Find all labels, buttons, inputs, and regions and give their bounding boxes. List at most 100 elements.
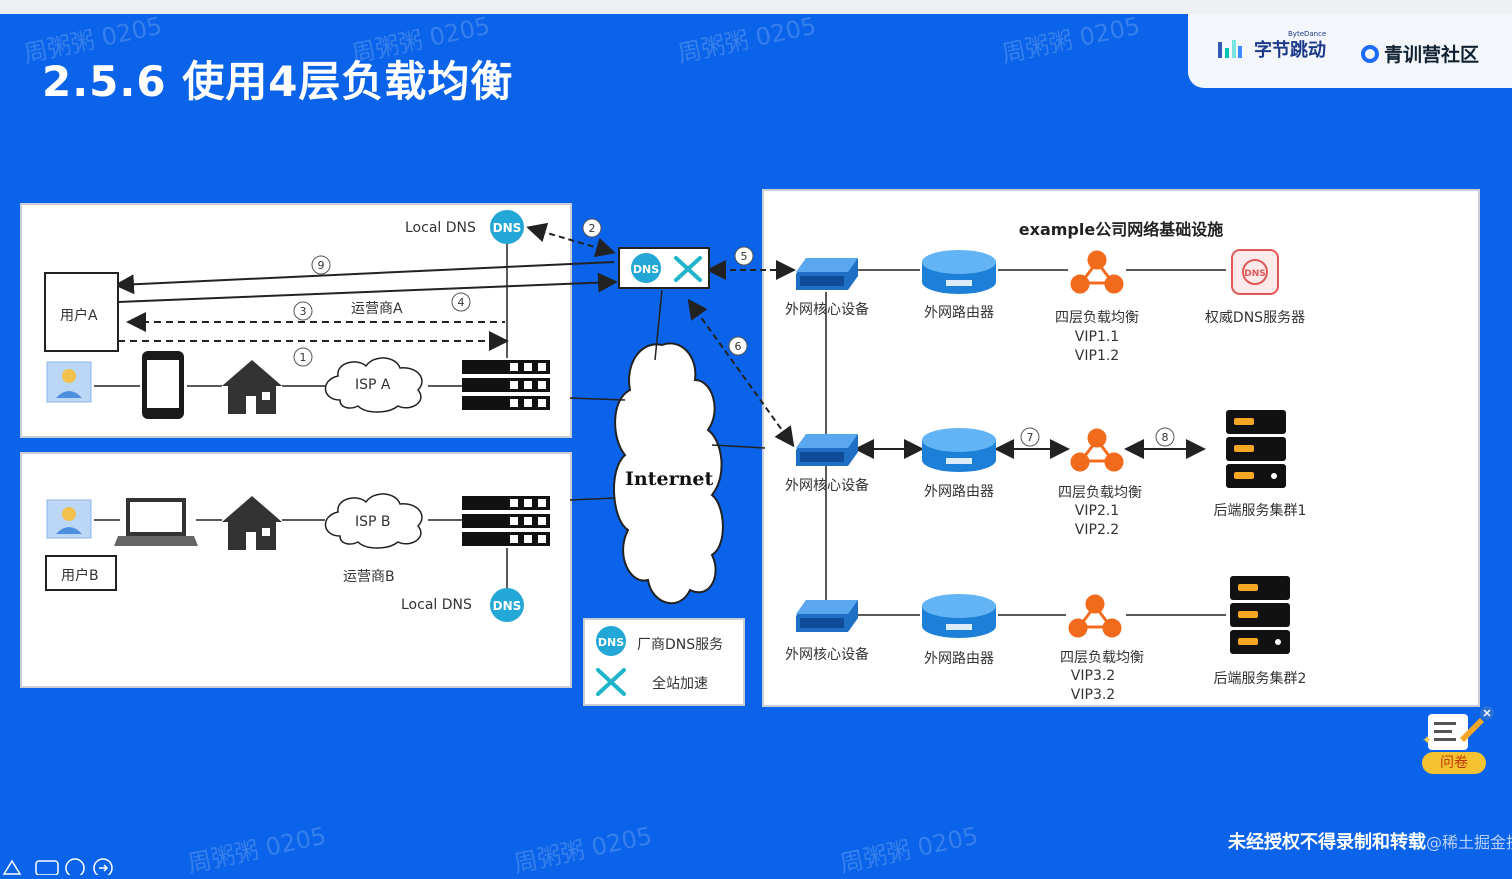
row3-core-label: 外网核心设备 (785, 647, 869, 663)
svg-text:5: 5 (741, 250, 748, 263)
step-7-marker: 7 (1020, 427, 1040, 447)
row1-lb-label: 四层负载均衡 (1055, 310, 1139, 326)
local-dns-b-label: Local DNS (401, 597, 472, 613)
row2-router-label: 外网路由器 (924, 484, 994, 500)
row1-router-label: 外网路由器 (924, 305, 994, 321)
router-1-icon (922, 250, 996, 294)
home-icon-b (222, 496, 282, 550)
row3-vip1: VIP3.2 (1070, 668, 1116, 684)
server-rack-b-icon (462, 496, 550, 546)
isp-b-cloud-icon (324, 493, 423, 549)
user-a-box (44, 272, 119, 352)
step-8-marker: 8 (1155, 427, 1175, 447)
step-3-marker: 3 (293, 301, 313, 321)
user-b-box (45, 555, 117, 591)
row2-target-label: 后端服务集群1 (1213, 503, 1307, 519)
svg-text:3: 3 (300, 305, 307, 318)
survey-clipboard-icon: ✦ (1422, 714, 1484, 750)
local-dns-a-icon: DNS (490, 210, 524, 244)
survey-label[interactable]: 问卷 (1422, 752, 1486, 774)
user-a-avatar-icon (46, 361, 92, 403)
copyright-notice: 未经授权不得录制和转载@稀土掘金技术社区 (1228, 828, 1512, 854)
load-balancer-3-icon (1068, 594, 1122, 638)
router-3-icon (922, 594, 996, 638)
row2-vip2: VIP2.2 (1074, 522, 1120, 538)
laptop-icon (114, 498, 198, 546)
svg-text:4: 4 (458, 296, 465, 309)
svg-text:DNS: DNS (493, 599, 522, 613)
svg-text:✦: ✦ (1422, 733, 1432, 747)
router-2-icon (922, 428, 996, 472)
row2-core-label: 外网核心设备 (785, 478, 869, 494)
authoritative-dns-icon: DNS (1231, 249, 1279, 295)
close-icon[interactable] (1480, 706, 1494, 720)
isp-a-label: ISP A (355, 377, 391, 393)
carrier-b-label: 运营商B (343, 569, 395, 585)
row3-lb-label: 四层负载均衡 (1060, 650, 1144, 666)
top-bar (0, 0, 1512, 14)
local-dns-a-label: Local DNS (405, 220, 476, 236)
copyright-source: @稀土掘金技术社区 (1426, 833, 1512, 852)
user-a-links (94, 222, 663, 401)
svg-text:8: 8 (1162, 431, 1169, 444)
user-a-label: 用户A (60, 308, 98, 324)
server-rack-a-icon (462, 360, 550, 410)
more-options-icon[interactable] (65, 858, 85, 875)
svg-text:2: 2 (589, 222, 596, 235)
svg-text:7: 7 (1027, 431, 1034, 444)
backend-cluster-2-icon (1230, 576, 1290, 654)
user-b-links (94, 497, 616, 590)
row1-vip1: VIP1.1 (1074, 329, 1120, 345)
carrier-a-label: 运营商A (351, 301, 403, 317)
qingxun-logo-text: 青训营社区 (1384, 44, 1480, 66)
smartphone-icon (142, 351, 184, 419)
svg-text:DNS: DNS (493, 221, 522, 235)
user-b-label: 用户B (61, 568, 99, 584)
captions-icon[interactable] (35, 860, 59, 875)
survey-widget[interactable]: ✦ 问卷 (1420, 706, 1494, 778)
legend-acceleration-label: 全站加速 (652, 676, 708, 692)
core-device-2-icon (796, 434, 858, 466)
step-9-marker: 9 (311, 255, 331, 275)
step-2-marker: 2 (582, 218, 602, 238)
forward-icon[interactable] (93, 858, 113, 875)
svg-text:6: 6 (735, 340, 742, 353)
row1-target-label: 权威DNS服务器 (1204, 310, 1306, 326)
internet-label: Internet (625, 468, 714, 490)
isp-b-label: ISP B (355, 514, 391, 530)
page-title: 2.5.6 使用4层负载均衡 (42, 57, 514, 106)
row3-target-label: 后端服务集群2 (1213, 671, 1307, 687)
svg-text:DNS: DNS (633, 263, 659, 276)
backend-cluster-1-icon (1226, 410, 1286, 488)
isp-a-cloud-icon (324, 357, 423, 413)
step-1-marker: 1 (293, 347, 313, 367)
infra-title: example公司网络基础设施 (1018, 220, 1224, 239)
load-balancer-2-icon (1070, 428, 1124, 472)
core-device-1-icon (796, 258, 858, 290)
row3-router-label: 外网路由器 (924, 651, 994, 667)
legend-dns-icon: DNS (596, 626, 626, 656)
core-device-3-icon (796, 600, 858, 632)
home-icon-a (222, 360, 282, 414)
qingxun-logo-icon (1361, 45, 1379, 63)
row3-vip2: VIP3.2 (1070, 687, 1116, 703)
warning-icon[interactable] (2, 859, 22, 875)
step-6-marker: 6 (728, 336, 748, 356)
local-dns-b-icon: DNS (490, 588, 524, 622)
step-4-marker: 4 (451, 292, 471, 312)
load-balancer-1-icon (1070, 250, 1124, 294)
player-controls (2, 858, 113, 875)
svg-text:9: 9 (318, 259, 325, 272)
bytedance-logo-icon (1218, 40, 1242, 58)
row2-vip1: VIP2.1 (1074, 503, 1120, 519)
legend-acceleration-icon (596, 668, 626, 696)
vendor-dns-acceleration-node: DNS (618, 247, 710, 289)
row1-core-label: 外网核心设备 (785, 302, 869, 318)
user-b-avatar-icon (46, 499, 92, 539)
svg-text:1: 1 (300, 351, 307, 364)
row1-vip2: VIP1.2 (1074, 348, 1120, 364)
legend-dns-service-label: 厂商DNS服务 (637, 637, 724, 653)
